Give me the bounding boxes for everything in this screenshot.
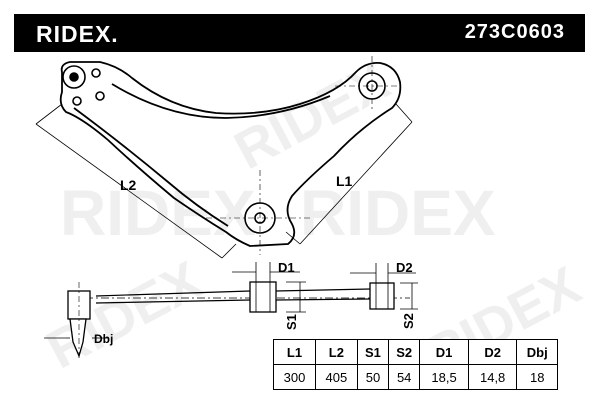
spec-header-s2: S2 <box>388 339 421 365</box>
dimension-l2 <box>35 103 237 259</box>
centre-lines <box>206 56 400 255</box>
spec-value-l1: 300 <box>273 364 316 390</box>
spec-value-s2: 54 <box>388 364 421 390</box>
watermark-text: RIDEX <box>37 250 211 380</box>
spec-header-l1: L1 <box>273 339 316 365</box>
ball-joint-stud <box>69 318 87 358</box>
spec-table: L1 L2 S1 S2 D1 D2 Dbj 300 405 50 54 18,5… <box>273 339 558 390</box>
watermark-text: RIDEX <box>60 177 256 249</box>
spec-header-d1: D1 <box>419 339 469 365</box>
ball-joint-hole <box>69 72 79 82</box>
spec-value-s1: 50 <box>356 364 390 390</box>
label-l2: L2 <box>120 177 137 193</box>
spec-header-s1: S1 <box>356 339 390 365</box>
spec-value-d2: 14,8 <box>467 364 518 390</box>
spec-table-header-row: L1 L2 S1 S2 D1 D2 Dbj <box>273 339 558 365</box>
spec-header-dbj: Dbj <box>516 339 558 365</box>
side-view <box>67 281 410 360</box>
dimension-marks <box>44 262 418 339</box>
bolt-hole <box>72 96 82 106</box>
spec-value-d1: 18,5 <box>419 364 469 390</box>
dimension-l1 <box>285 103 413 245</box>
watermark-text: RIDEX <box>300 177 496 249</box>
label-s2: S2 <box>401 313 416 329</box>
watermark: RIDEX RIDEX RIDEX RIDEX RIDEX <box>37 51 590 386</box>
label-s1: S1 <box>284 314 299 330</box>
spec-value-l2: 405 <box>314 364 358 390</box>
rear-bushing-side <box>369 282 395 310</box>
control-arm-outline <box>59 61 402 247</box>
brand-logo: RIDEX. <box>36 21 119 47</box>
label-dbj: Dbj <box>94 332 113 346</box>
bolt-hole <box>91 68 101 78</box>
spec-value-dbj: 18 <box>516 364 558 390</box>
front-bushing-side <box>249 281 277 313</box>
spec-header-d2: D2 <box>467 339 518 365</box>
part-number: 273C0603 <box>464 21 565 43</box>
spec-header-l2: L2 <box>314 339 358 365</box>
label-d1: D1 <box>278 260 295 275</box>
label-d2: D2 <box>396 260 413 275</box>
bolt-hole <box>95 91 105 101</box>
label-l1: L1 <box>336 173 353 189</box>
header-bar: RIDEX. 273C0603 <box>14 14 585 52</box>
spec-table-value-row: 300 405 50 54 18,5 14,8 18 <box>273 364 558 390</box>
